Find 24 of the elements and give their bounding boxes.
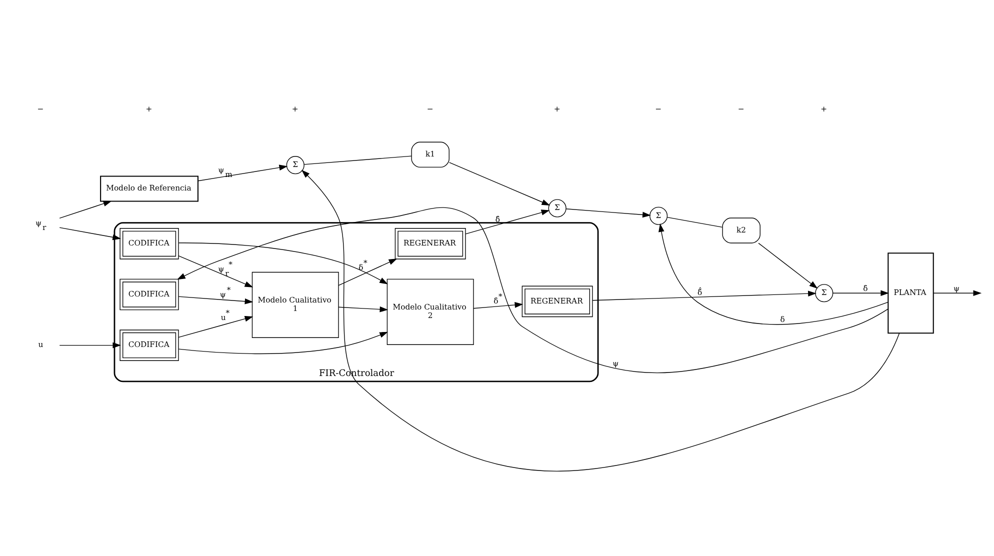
- arrow: [59, 200, 112, 218]
- arrow: [302, 169, 900, 471]
- arrow: [338, 306, 388, 312]
- arrow: [178, 254, 254, 287]
- arrow: [198, 164, 288, 181]
- arrow: [592, 290, 816, 300]
- arrow: [178, 296, 254, 304]
- arrow: [178, 242, 388, 284]
- arrow: [176, 206, 888, 373]
- arrow: [338, 258, 398, 286]
- arrow: [178, 331, 388, 354]
- arrow: [566, 208, 651, 218]
- arrow: [465, 209, 550, 234]
- arrow: [758, 242, 818, 288]
- arrow: [59, 342, 122, 348]
- arrow: [658, 223, 888, 324]
- arrow: [448, 162, 550, 205]
- connector: [667, 216, 723, 228]
- arrow: [59, 226, 122, 240]
- arrow: [933, 290, 982, 296]
- arrow: [473, 302, 524, 308]
- arrow: [178, 315, 254, 338]
- arrow: [832, 290, 890, 296]
- connector: [304, 155, 412, 164]
